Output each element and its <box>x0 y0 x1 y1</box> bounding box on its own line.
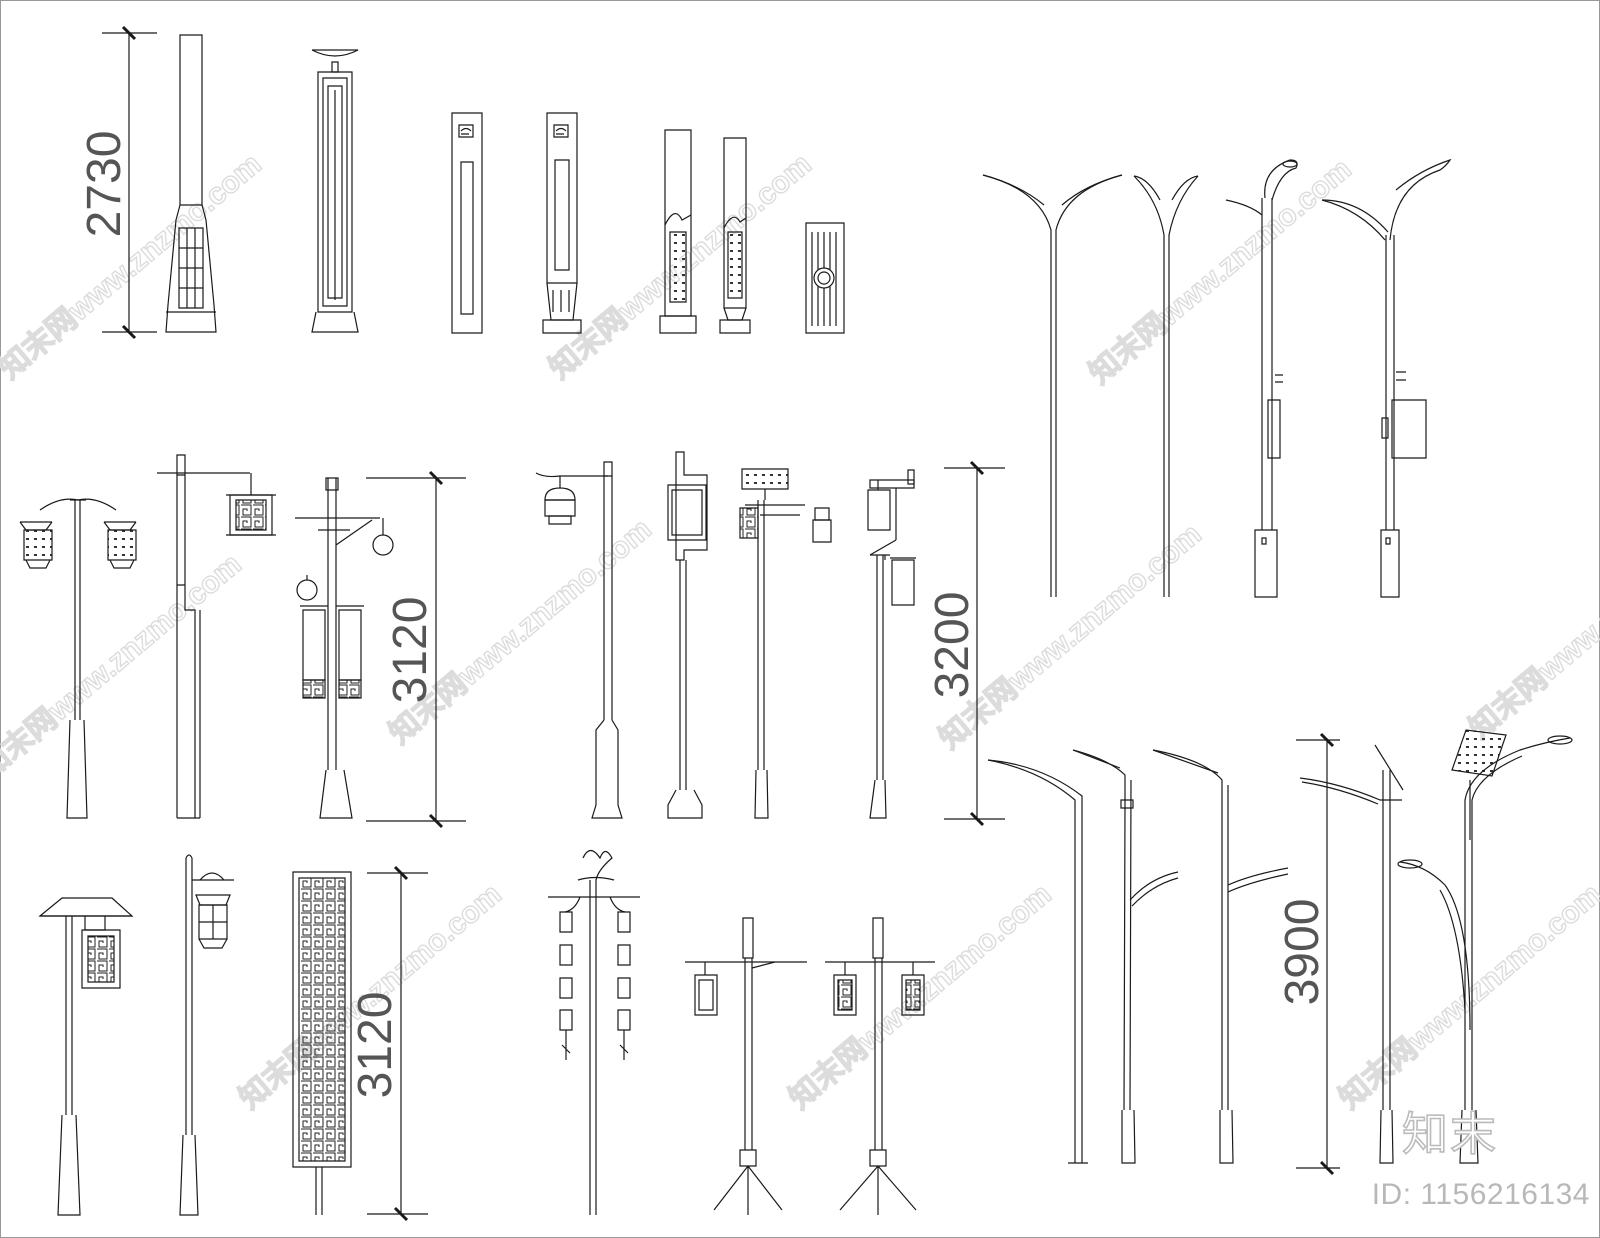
road-lamp-double-arm-1 <box>983 175 1122 597</box>
solar-fret-pole <box>740 469 831 818</box>
watermark-text: 知末网www.znzmo.com <box>1333 878 1600 1116</box>
dimension-3900 <box>1296 734 1340 1174</box>
watermark-text: 知末网www.znzmo.com <box>0 548 248 786</box>
road-lamp-double-arm-2 <box>1134 176 1198 597</box>
double-lantern-pole <box>20 499 136 818</box>
column-lamp-4 <box>543 113 581 333</box>
dimension-2730 <box>102 27 157 338</box>
dimension-3200 <box>944 462 1005 825</box>
brand-logo: 知末 <box>1401 1106 1498 1162</box>
banner-lantern-pole <box>295 478 393 818</box>
watermark-text: 知末网www.znzmo.com <box>0 148 268 386</box>
road-lamp-double-level-1 <box>1073 750 1178 1163</box>
solar-road-lamp <box>1397 730 1573 1163</box>
road-lamp-single-arm-1 <box>988 760 1088 1163</box>
tripod-lantern-pole-2 <box>825 918 935 1215</box>
dimension-label-3900: 3900 <box>1276 899 1329 1006</box>
watermark-layer: 知末网www.znzmo.com 知末网www.znzmo.com 知末网www… <box>0 147 1600 1116</box>
road-lamp-double-level-2 <box>1153 750 1288 1163</box>
road-lamp-smart-1 <box>1226 160 1297 597</box>
dimension-3120-a <box>366 472 466 827</box>
lightbox-pole <box>668 452 707 818</box>
road-lamp-smart-2 <box>1322 160 1450 597</box>
two-lantern-bracket-pole <box>868 470 916 818</box>
dimension-label-2730: 2730 <box>78 131 131 238</box>
fret-screen-column <box>293 872 351 1215</box>
watermark-text: 知末网www.znzmo.com <box>1463 508 1600 746</box>
hanging-lantern-pole <box>157 455 276 818</box>
column-lamp-2 <box>312 50 358 332</box>
dimension-label-3200: 3200 <box>926 592 979 699</box>
column-lamp-3 <box>452 113 482 333</box>
column-lamp-6 <box>720 138 750 333</box>
column-lamp-5 <box>660 130 696 333</box>
watermark-text: 知末网www.znzmo.com <box>1083 153 1357 391</box>
dimension-label-3120-a: 3120 <box>384 597 437 704</box>
roof-lantern-pole <box>40 898 132 1215</box>
dimension-3120-b <box>367 867 428 1220</box>
road-lamp-cross-arm <box>1300 745 1403 1163</box>
asset-id-label: ID: 1156216134 <box>1371 1178 1590 1211</box>
tripod-lantern-pole-1 <box>685 918 807 1215</box>
ornamental-string-lantern-pole <box>548 851 640 1216</box>
bollard-lamp <box>806 223 844 333</box>
column-lamp-1 <box>166 35 216 332</box>
camera-dome-pole <box>536 462 622 818</box>
dimension-label-3120-b: 3120 <box>349 992 402 1099</box>
palace-lantern-pole <box>180 855 234 1215</box>
